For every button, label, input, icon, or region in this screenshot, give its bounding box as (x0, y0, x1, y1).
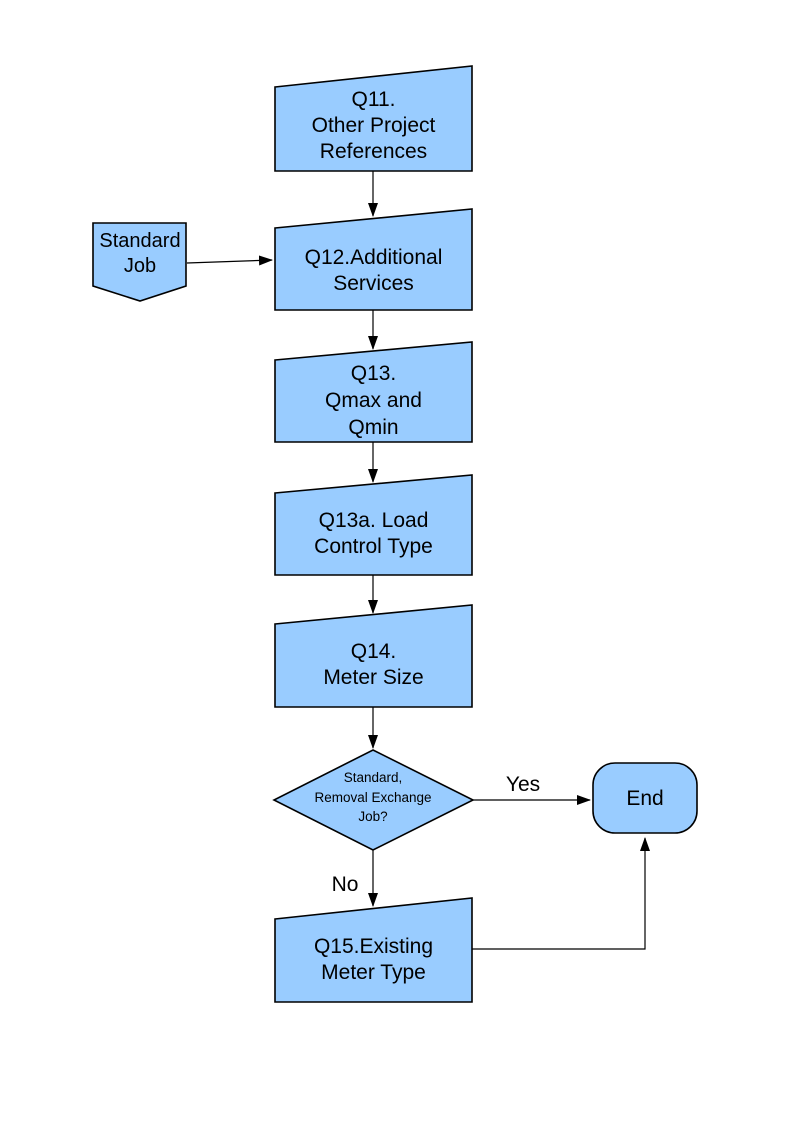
standard-job-node-shape (92, 222, 187, 302)
q15-node-shape (274, 897, 473, 1003)
decision-diamond-shape (272, 749, 475, 851)
q12-node-shape (274, 208, 473, 311)
decision-node-label: Standard, Removal Exchange Job? (314, 770, 432, 824)
q11-node-label: Q11. Other Project References (311, 88, 436, 163)
standard-job-node-label: Standard Job (99, 230, 181, 277)
end-node-label: End (626, 787, 664, 810)
edge-standardjob-to-q12 (186, 255, 273, 266)
yes-edge-label: Yes (505, 773, 541, 796)
q14-node-label: Q14. Meter Size (323, 640, 424, 689)
end-node-shape (592, 762, 698, 834)
q13a-node-label: Q13a. Load Control Type (314, 509, 433, 558)
q13a-node-shape (274, 474, 473, 576)
q15-node-label: Q15.Existing Meter Type (313, 935, 434, 984)
q12-node-label: Q12.Additional Services (304, 246, 443, 295)
q13-node-shape (274, 341, 473, 443)
edge-q15-to-end (470, 837, 650, 950)
no-edge-label: No (331, 873, 359, 896)
q11-node-shape (274, 65, 473, 172)
q14-node-shape (274, 604, 473, 708)
q13-node-label: Q13. Qmax and Qmin (325, 362, 422, 439)
